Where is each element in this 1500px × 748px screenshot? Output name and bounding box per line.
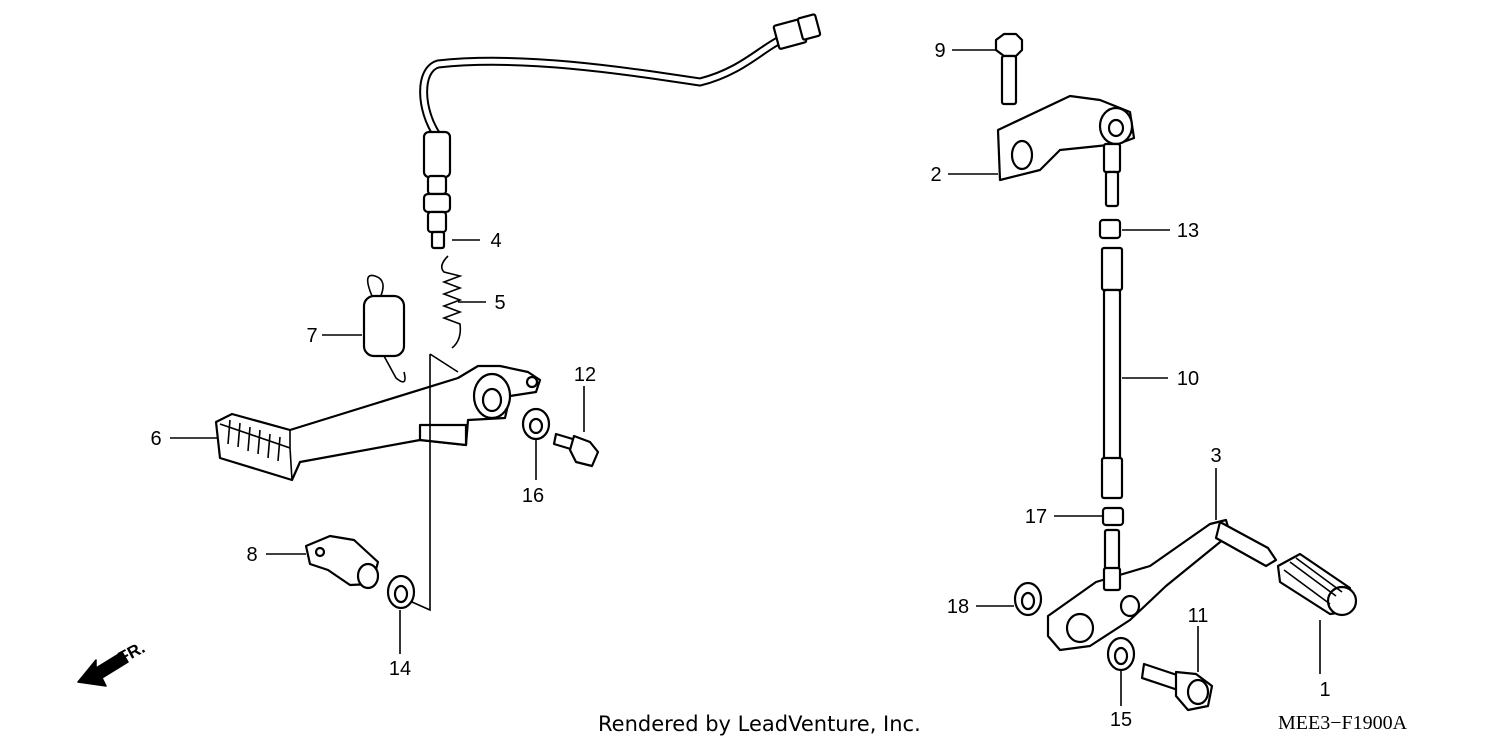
part-number-9: 9 [934,40,945,62]
part-3-shift-pedal[interactable] [1046,518,1278,652]
part-number-16: 16 [522,485,544,507]
part-2-shift-arm[interactable] [996,94,1136,208]
part-8-pivot-collar[interactable] [304,534,380,590]
part-number-7: 7 [306,325,317,347]
part-number-2: 2 [930,164,941,186]
leader-lines [170,49,1321,706]
part-12-bolt[interactable] [552,432,600,468]
part-13-nut[interactable] [1098,218,1122,240]
part-11-pivot-bolt[interactable] [1140,662,1214,712]
part-7-return-spring[interactable] [362,274,406,383]
part-6-brake-pedal[interactable] [214,364,542,482]
part-5-switch-spring[interactable] [440,255,463,349]
part-18-washer[interactable] [1013,581,1043,617]
part-number-14: 14 [389,658,411,680]
part-number-3: 3 [1210,445,1221,467]
part-number-17: 17 [1025,506,1047,528]
part-number-13: 13 [1177,220,1199,242]
part-number-10: 10 [1177,368,1199,390]
part-10-tie-rod[interactable] [1100,246,1124,500]
part-number-11: 11 [1188,605,1209,627]
drawing-code: MEE3−F1900A [1278,712,1408,734]
part-number-labels: 1 2 3 4 5 6 7 8 9 10 11 12 13 14 15 16 1… [150,40,1330,731]
part-1-shift-rubber[interactable] [1276,552,1358,617]
part-17-nut[interactable] [1101,506,1125,527]
part-number-4: 4 [490,230,501,252]
part-4-brake-switch[interactable] [419,13,822,250]
part-9-bolt[interactable] [994,32,1024,106]
part-number-6: 6 [150,428,161,450]
front-arrow-icon [77,651,129,687]
part-15-washer[interactable] [1106,636,1136,672]
front-direction-indicator: FR. [77,638,148,687]
part-16-washer[interactable] [521,407,551,441]
part-number-18: 18 [947,596,969,618]
part-number-5: 5 [494,292,505,314]
part-14-washer[interactable] [386,574,416,610]
part-number-15: 15 [1110,709,1132,731]
part-number-8: 8 [246,544,257,566]
render-credit: Rendered by LeadVenture, Inc. [598,712,921,736]
part-number-1: 1 [1319,679,1330,701]
part-number-12: 12 [574,364,596,386]
